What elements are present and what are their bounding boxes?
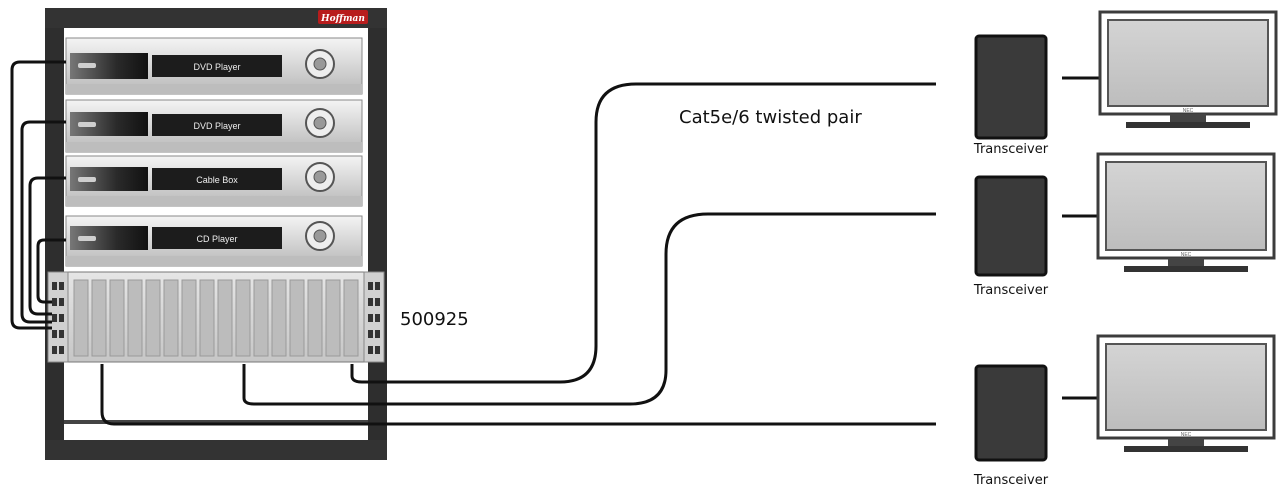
rack-crossbar [64, 420, 368, 424]
eject-button [78, 63, 96, 68]
monitor-brand: NEC [1181, 252, 1192, 258]
hub-model-label: 500925 [400, 309, 469, 330]
transceiver-label: Transceiver [973, 283, 1049, 298]
monitor-icon: NEC [1096, 152, 1276, 272]
hub-slots [73, 279, 359, 357]
transceiver-box [974, 34, 1048, 140]
device-label: CD Player [196, 234, 237, 244]
hub-left-ear [47, 271, 69, 363]
dial-icon [305, 108, 335, 138]
device-dvd-player-1: DVD Player [65, 37, 363, 95]
source-cables [10, 60, 66, 330]
hub-right-ear [363, 271, 385, 363]
cable-to-transceiver-1 [350, 82, 936, 384]
eject-button [78, 177, 96, 182]
distribution-hub [47, 271, 385, 363]
monitor-icon: NEC [1096, 334, 1276, 452]
device-display [152, 55, 282, 77]
twisted-pair-cables [100, 82, 936, 426]
transceiver-box [974, 364, 1048, 462]
monitor-brand: NEC [1181, 432, 1192, 438]
cable-to-transceiver-2 [242, 212, 936, 406]
dial-icon [305, 221, 335, 251]
eject-button [78, 236, 96, 241]
cable-to-transceiver-3 [100, 364, 936, 426]
monitor-icon: NEC [1098, 10, 1278, 128]
dial-icon [305, 49, 335, 79]
dial-icon [305, 162, 335, 192]
device-label: DVD Player [193, 121, 240, 131]
monitor-brand: NEC [1183, 108, 1194, 114]
rack-bottom-bar [45, 440, 387, 460]
transceiver-label: Transceiver [973, 142, 1049, 157]
hub-connectors [52, 282, 380, 354]
device-label: DVD Player [193, 62, 240, 72]
endpoint-3: NEC Transceiver [973, 334, 1276, 488]
device-cable-box: Cable Box [65, 155, 363, 207]
endpoint-1: NEC Transceiver [973, 10, 1278, 157]
transceiver-label: Transceiver [973, 473, 1049, 488]
device-label: Cable Box [196, 175, 238, 185]
rack-brand-text: Hoffman [320, 14, 365, 24]
rack-brand-logo: Hoffman [318, 10, 368, 24]
device-dvd-player-2: DVD Player [65, 99, 363, 153]
device-display [152, 168, 282, 190]
cable-type-label: Cat5e/6 twisted pair [679, 107, 862, 128]
device-display [152, 227, 282, 249]
eject-button [78, 122, 96, 127]
endpoint-2: NEC Transceiver [973, 152, 1276, 298]
transceiver-box [974, 175, 1048, 277]
device-display [152, 114, 282, 136]
rack-top-bar [45, 8, 387, 28]
device-cd-player: CD Player [65, 215, 363, 267]
